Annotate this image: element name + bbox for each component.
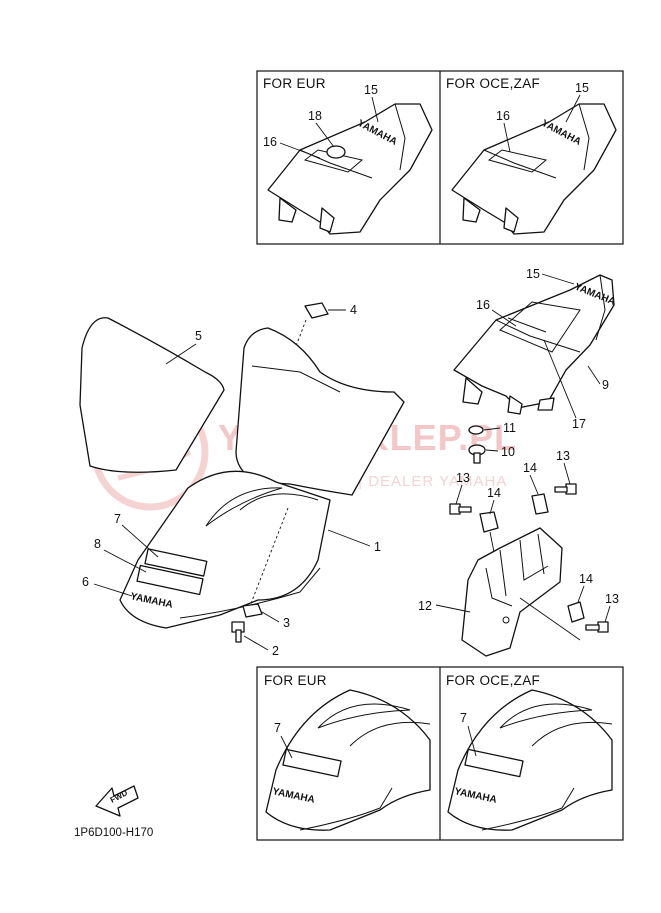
bottom-variant-panel: FOR EUR YAMAHA 7 FOR OCE,ZAF YAMAHA	[256, 666, 624, 841]
label-10: 10	[501, 445, 515, 459]
label-7: 7	[114, 512, 121, 526]
drawing-code: 1P6D100-H170	[74, 827, 153, 839]
bolt-13-left	[449, 503, 472, 515]
top-panel-eur: FOR EUR YAMAHA 15 18 16	[263, 76, 433, 235]
clip-14-lower	[567, 601, 585, 623]
label-14-lower: 14	[579, 572, 593, 586]
label-18-eur: 18	[308, 109, 322, 123]
rear-fender-9: YAMAHA	[453, 274, 617, 415]
decal-7-oce	[464, 748, 524, 778]
bottom-panel-oce-title: FOR OCE,ZAF	[446, 673, 540, 688]
label-15-oce: 15	[575, 81, 589, 95]
bolt-2	[231, 621, 245, 643]
label-6: 6	[82, 575, 89, 589]
label-16: 16	[476, 298, 490, 312]
label-14-right: 14	[523, 461, 537, 475]
seat-front-eur: YAMAHA	[265, 689, 431, 831]
top-panel-oce: FOR OCE,ZAF YAMAHA 15 16	[446, 76, 617, 235]
fwd-arrow-icon: FWD	[95, 785, 139, 817]
decal-7	[136, 564, 204, 596]
label-1: 1	[374, 540, 381, 554]
bottom-panel-eur-title: FOR EUR	[264, 673, 327, 688]
label-9: 9	[602, 378, 609, 392]
label-3: 3	[283, 616, 290, 630]
label-7-eur: 7	[274, 721, 281, 735]
label-14-left: 14	[487, 486, 501, 500]
bottom-panel-oce: FOR OCE,ZAF YAMAHA 7	[446, 673, 613, 831]
main-exploded-view: 5 4 YAMAHA 1 7 8 6	[79, 267, 619, 658]
collar-3	[242, 603, 263, 618]
screw-10	[468, 444, 486, 464]
top-variant-panel: FOR EUR YAMAHA 15 18 16 FOR OCE,ZAF	[256, 70, 624, 245]
label-16-eur: 16	[263, 135, 277, 149]
label-15-eur: 15	[364, 83, 378, 97]
label-12: 12	[418, 599, 432, 613]
label-17: 17	[572, 417, 586, 431]
damper-4	[304, 302, 329, 319]
label-4: 4	[350, 303, 357, 317]
top-panel-eur-title: FOR EUR	[263, 76, 326, 91]
bottom-panel-eur: FOR EUR YAMAHA 7	[264, 673, 431, 831]
label-8: 8	[94, 537, 101, 551]
seat-pad-5	[79, 317, 225, 473]
clip-14-left	[479, 511, 499, 533]
label-11: 11	[503, 421, 516, 435]
label-5: 5	[195, 329, 202, 343]
nut-11	[468, 425, 484, 435]
seat-cover-1: YAMAHA	[119, 327, 405, 629]
bracket-12	[461, 527, 563, 657]
rear-fender-oce: YAMAHA	[451, 103, 617, 235]
label-13-left: 13	[456, 471, 470, 485]
decal-8	[144, 548, 208, 577]
seat-front-oce: YAMAHA	[447, 689, 613, 831]
label-15: 15	[526, 267, 540, 281]
decal-7-eur	[282, 748, 342, 778]
emblem-18	[326, 145, 346, 159]
label-13-right: 13	[556, 449, 570, 463]
label-7-oce: 7	[460, 711, 467, 725]
label-16-oce: 16	[496, 109, 510, 123]
clip-14-right	[531, 493, 549, 515]
bolt-13-lower	[585, 621, 609, 633]
bolt-13-right	[554, 483, 577, 495]
label-13-lower: 13	[605, 592, 619, 606]
rear-fender-eur: YAMAHA	[267, 103, 433, 235]
top-panel-oce-title: FOR OCE,ZAF	[446, 76, 540, 91]
label-2: 2	[272, 644, 279, 658]
